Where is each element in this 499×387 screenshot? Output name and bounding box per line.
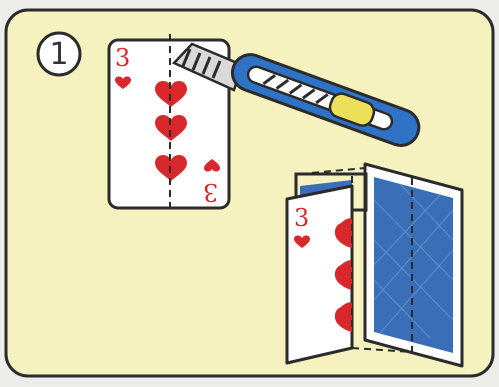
card-rank-top: 3 [115,46,130,70]
folded-card-icon [287,164,462,366]
card-rank-folded: 3 [294,206,309,230]
card-rank-bottom: 3 [203,180,218,204]
step-number: 1 [36,32,82,76]
